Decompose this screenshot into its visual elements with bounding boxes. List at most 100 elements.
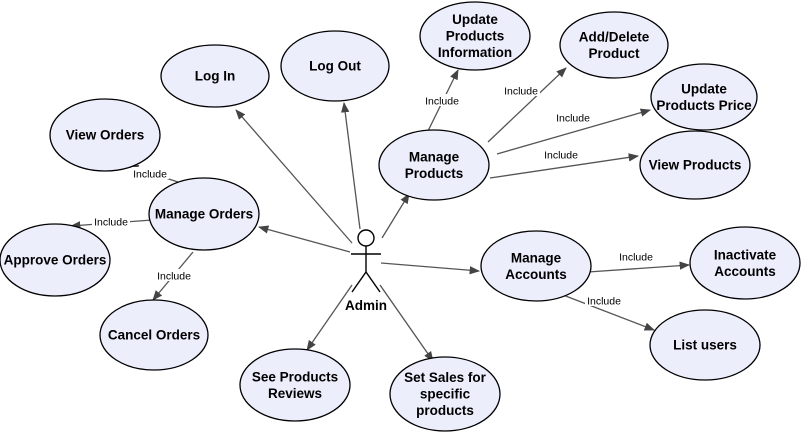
use-case-ellipse bbox=[480, 230, 592, 302]
include-label: Include bbox=[425, 96, 459, 108]
include-label: Include bbox=[504, 86, 538, 98]
use-case-label: Manage Orders bbox=[155, 207, 253, 222]
include-label: Include bbox=[94, 217, 128, 229]
use-case-ellipse bbox=[49, 98, 161, 172]
use-case-label: Log In bbox=[195, 69, 236, 84]
include-label-bg bbox=[92, 215, 130, 227]
include-label-bg bbox=[155, 269, 193, 281]
use-case-label: Information bbox=[438, 45, 512, 60]
use-case-ellipse bbox=[0, 223, 111, 297]
use-case-label: Inactivate bbox=[714, 247, 777, 262]
use-case-label: specific bbox=[420, 387, 471, 402]
use-case-label: Approve Orders bbox=[4, 253, 107, 268]
use-case-label: View Products bbox=[649, 158, 742, 173]
use-case-label: Products bbox=[446, 29, 505, 44]
use-case-label: Update bbox=[681, 81, 727, 96]
include-label: Include bbox=[157, 271, 191, 283]
include-edge-view-orders[interactable]: Include bbox=[128, 164, 179, 183]
use-case-view-products[interactable]: View Products bbox=[639, 130, 751, 200]
use-case-label: Products bbox=[405, 166, 464, 181]
use-case-ellipse bbox=[689, 226, 801, 300]
use-case-label: products bbox=[416, 403, 474, 418]
actor-right-leg bbox=[365, 271, 381, 293]
use-case-ellipse bbox=[389, 356, 501, 432]
use-case-ellipse bbox=[419, 1, 531, 71]
include-label-bg bbox=[542, 148, 580, 160]
use-case-ellipse bbox=[649, 309, 761, 381]
include-label: Include bbox=[544, 150, 578, 162]
use-case-label: View Orders bbox=[66, 128, 145, 143]
use-case-ellipse bbox=[148, 177, 260, 251]
include-edge-cancel-orders[interactable]: Include bbox=[152, 251, 194, 301]
actor-left-leg bbox=[351, 271, 367, 293]
use-case-label: Log Out bbox=[309, 59, 361, 74]
use-case-ellipse bbox=[650, 63, 758, 131]
use-case-label: Product bbox=[588, 46, 640, 61]
use-case-label: List users bbox=[673, 338, 737, 353]
use-case-label: Accounts bbox=[714, 264, 776, 279]
actor-label: Admin bbox=[345, 298, 387, 313]
include-line bbox=[587, 261, 691, 273]
use-case-log-in[interactable]: Log In bbox=[160, 44, 270, 108]
include-label-bg bbox=[423, 94, 461, 106]
use-case-label: See Products bbox=[252, 369, 338, 384]
include-edge-inactivate-accounts[interactable]: Include bbox=[587, 250, 691, 273]
use-case-ellipse bbox=[559, 11, 669, 79]
use-case-ellipse bbox=[280, 30, 390, 102]
include-label: Include bbox=[619, 252, 653, 264]
include-line bbox=[489, 153, 640, 179]
use-case-label: Set Sales for bbox=[404, 370, 487, 385]
include-edge-update-price[interactable]: Include bbox=[496, 108, 651, 155]
use-case-manage-orders[interactable]: Manage Orders bbox=[148, 177, 260, 251]
use-case-ellipse bbox=[378, 129, 490, 201]
use-case-label: Add/Delete bbox=[579, 29, 650, 44]
use-case-ellipse bbox=[160, 44, 270, 108]
include-line bbox=[562, 294, 655, 331]
include-label-bg bbox=[131, 167, 169, 179]
use-case-label: Cancel Orders bbox=[108, 328, 200, 343]
association-manage-accounts[interactable] bbox=[380, 262, 481, 275]
include-label: Include bbox=[556, 113, 590, 125]
use-case-label: Update bbox=[452, 12, 498, 27]
use-case-cancel-orders[interactable]: Cancel Orders bbox=[99, 299, 209, 371]
use-case-ellipse bbox=[99, 299, 209, 371]
use-case-log-out[interactable]: Log Out bbox=[280, 30, 390, 102]
include-edge-view-products[interactable]: Include bbox=[489, 148, 640, 179]
include-edge-add-delete[interactable]: Include bbox=[487, 67, 567, 143]
use-case-label: Accounts bbox=[505, 267, 567, 282]
actor-head bbox=[357, 229, 375, 247]
include-edge-approve-orders[interactable]: Include bbox=[69, 215, 153, 230]
association-manage-orders[interactable] bbox=[257, 225, 351, 253]
include-edge-update-info[interactable]: Include bbox=[423, 69, 461, 132]
association-set-sales[interactable] bbox=[379, 284, 434, 362]
use-case-ellipse bbox=[639, 130, 751, 200]
use-case-ellipse bbox=[239, 348, 351, 422]
use-case-list-users[interactable]: List users bbox=[649, 309, 761, 381]
use-case-view-orders[interactable]: View Orders bbox=[49, 98, 161, 172]
use-case-label: Manage bbox=[511, 250, 562, 265]
use-case-label: Reviews bbox=[268, 386, 322, 401]
include-label-bg bbox=[554, 111, 592, 123]
admin-actor[interactable]: Admin bbox=[345, 229, 387, 313]
association-log-out[interactable] bbox=[341, 101, 361, 230]
include-label-bg bbox=[585, 294, 623, 306]
include-label-bg bbox=[502, 84, 540, 96]
include-label: Include bbox=[133, 169, 167, 181]
use-case-approve-orders[interactable]: Approve Orders bbox=[0, 223, 111, 297]
include-edge-list-users[interactable]: Include bbox=[562, 294, 655, 331]
include-label: Include bbox=[587, 296, 621, 308]
association-log-in[interactable] bbox=[235, 109, 353, 244]
association-manage-products[interactable] bbox=[381, 193, 410, 239]
include-line bbox=[487, 67, 567, 143]
association-see-reviews[interactable] bbox=[306, 284, 353, 351]
